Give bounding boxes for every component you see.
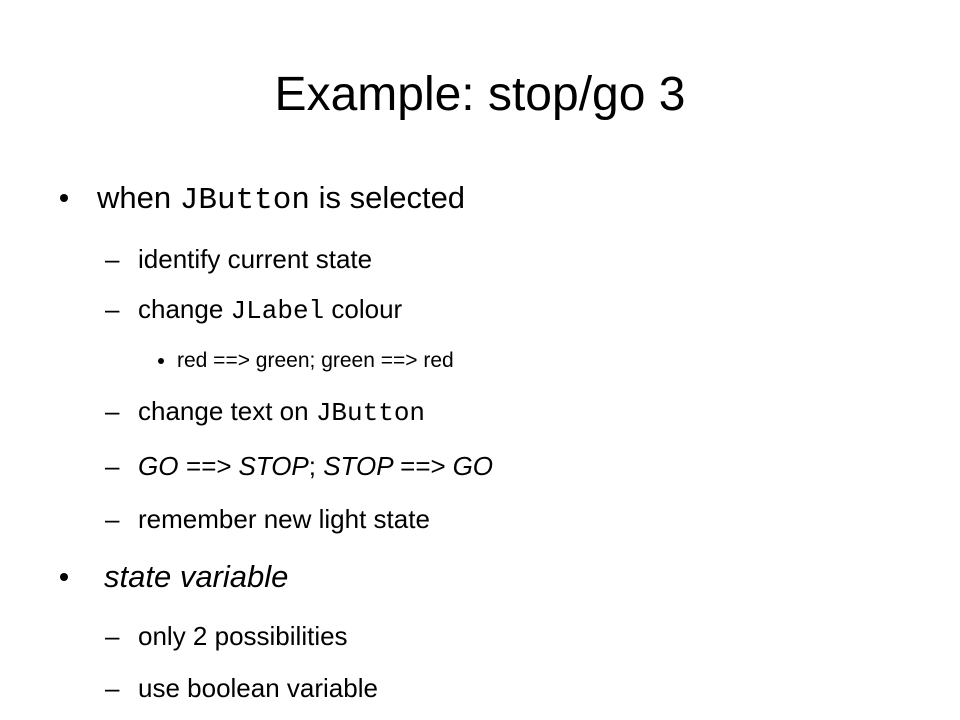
bullet-dot-icon xyxy=(60,573,68,581)
bullet-item-jbutton-selected: when JButton is selected xyxy=(60,178,466,221)
bullet-dot-icon xyxy=(60,194,68,202)
sub-item-text: use boolean variable xyxy=(138,673,378,703)
dash-bullet: – xyxy=(105,396,120,426)
dash-bullet: – xyxy=(105,621,120,651)
bullet-text: state variable xyxy=(104,559,289,594)
sub-item-change-colour: – change JLabel colour xyxy=(105,292,403,328)
code-jbutton: JButton xyxy=(179,183,310,218)
separator: ; xyxy=(308,451,324,481)
sub-item-remember-state: – remember new light state xyxy=(105,502,430,536)
sub-item-text-post: colour xyxy=(324,294,403,324)
go-to-stop: GO ==> STOP xyxy=(138,451,309,481)
dash-bullet: – xyxy=(105,673,120,703)
sub-item-text: identify current state xyxy=(138,244,373,274)
code-jbutton: JButton xyxy=(315,398,426,428)
sub-item-identify-state: – identify current state xyxy=(105,242,373,276)
sub-item-two-possibilities: – only 2 possibilities xyxy=(105,619,348,653)
sub-sub-item-colour-swap: red ==> green; green ==> red xyxy=(158,347,454,375)
code-jlabel: JLabel xyxy=(230,296,325,326)
sub-item-text: remember new light state xyxy=(138,504,430,534)
stop-to-go: STOP ==> GO xyxy=(323,451,494,481)
dash-bullet: – xyxy=(105,504,120,534)
dash-bullet: – xyxy=(105,294,120,324)
dash-bullet: – xyxy=(105,451,120,481)
bullet-text-pre: when xyxy=(97,180,180,215)
dash-bullet: – xyxy=(105,244,120,274)
sub-item-text-pre: change text on xyxy=(138,396,316,426)
slide-title: Example: stop/go 3 xyxy=(274,68,686,121)
sub-item-text: only 2 possibilities xyxy=(138,621,348,651)
sub-item-change-text: – change text on JButton xyxy=(105,394,426,430)
bullet-text-post: is selected xyxy=(309,180,466,215)
sub-sub-item-text: red ==> green; green ==> red xyxy=(177,349,454,372)
sub-item-go-stop: – GO ==> STOP; STOP ==> GO xyxy=(105,449,494,483)
sub-item-boolean: – use boolean variable xyxy=(105,671,378,705)
bullet-item-state-variable: state variable xyxy=(60,557,289,597)
bullet-dot-icon xyxy=(158,358,164,364)
sub-item-text-pre: change xyxy=(138,294,231,324)
